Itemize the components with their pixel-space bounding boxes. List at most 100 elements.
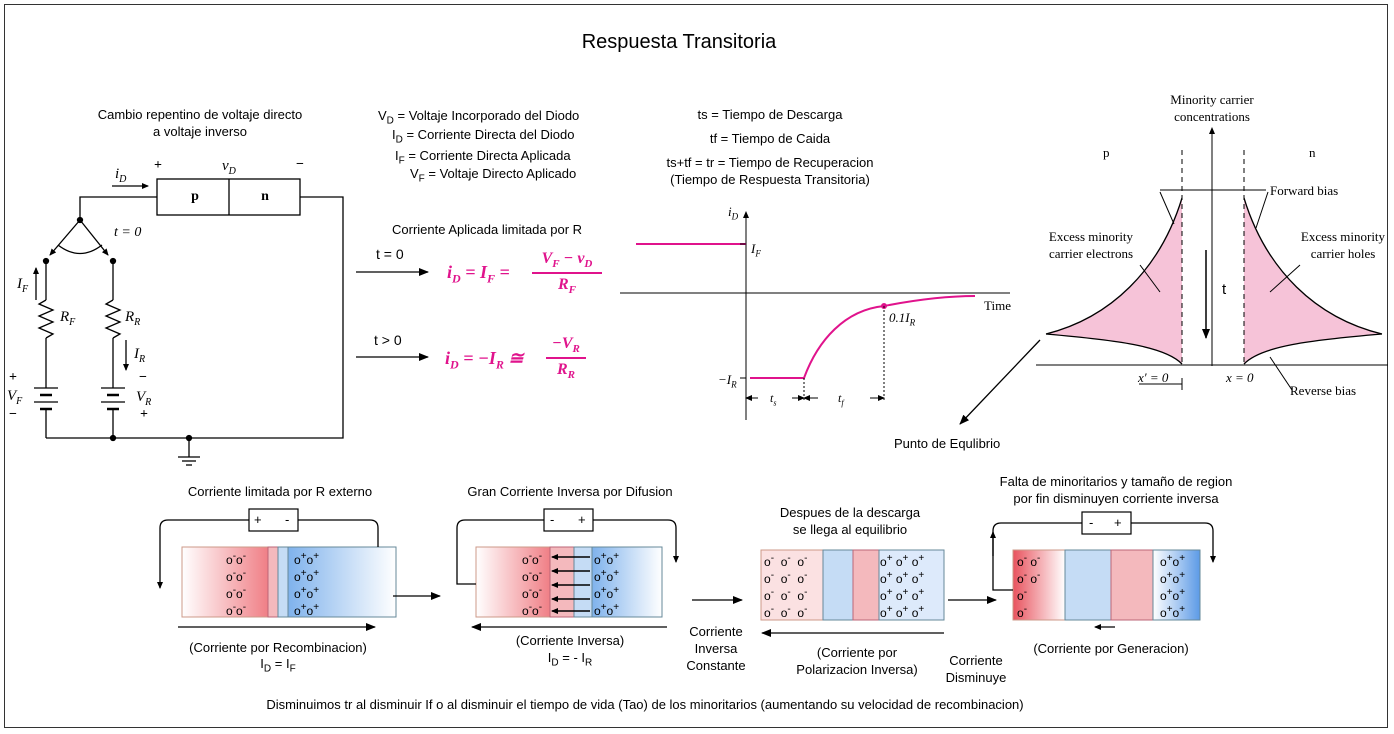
eq1-numerator: VF − vD	[541, 250, 593, 271]
def-ts: ts = Tiempo de Descarga	[697, 107, 843, 122]
minority-carrier-diagram	[959, 127, 1388, 425]
label-ir: IR	[134, 346, 146, 365]
stage2-diagram	[456, 508, 679, 631]
s2-electrons: o-o- o-o- o-o- o-o-	[522, 551, 543, 618]
footer-note: Disminuimos tr al disminuir If o al dism…	[266, 697, 1024, 712]
excess-holes-2: carrier holes	[1310, 246, 1376, 261]
ground-symbol	[178, 438, 200, 466]
graph-y-label: iD	[728, 204, 739, 222]
s4-battery-plus: +	[1114, 515, 1122, 530]
current-time-graph	[620, 211, 1010, 420]
equilibrium-arrow	[959, 339, 1041, 425]
vf-minus: −	[9, 407, 17, 422]
switch-arm-right	[79, 219, 109, 256]
minority-n: n	[1309, 145, 1316, 160]
excess-electrons-2: carrier electrons	[1048, 246, 1134, 261]
current-curve	[750, 295, 976, 379]
decreasing-current-1: Corriente	[949, 653, 1003, 668]
minority-title-1: Minority carrier	[1170, 92, 1254, 107]
label-minus: −	[296, 157, 304, 172]
def-vd: VD = Voltaje Incorporado del Diodo	[378, 108, 580, 127]
def-if: IF = Corriente Directa Aplicada	[395, 148, 571, 167]
minority-p: p	[1103, 145, 1110, 160]
s3-holes: o+ o+ o+ o+ o+ o+ o+ o+ o+ o+ o+ o+	[880, 553, 925, 620]
minority-title-2: concentrations	[1174, 109, 1250, 124]
excess-electrons-1: Excess minority	[1048, 229, 1134, 244]
stage4-title-1: Falta de minoritarios y tamaño de region	[999, 474, 1233, 489]
x0-label: x = 0	[1226, 370, 1254, 385]
decreasing-current-2: Disminuye	[945, 670, 1007, 685]
stage2-title: Gran Corriente Inversa por Difusion	[467, 484, 673, 499]
circuit-caption-2: a voltaje inverso	[153, 124, 247, 139]
circuit-caption-1: Cambio repentino de voltaje directo	[97, 107, 303, 122]
stage4-title-2: por fin disminuyen corriente inversa	[1013, 491, 1219, 506]
reverse-bias-curve-left	[1045, 333, 1183, 365]
s3-electrons: o- o- o- o- o- o- o- o- o- o- o- o-	[764, 553, 808, 620]
electron-excess-area	[1046, 198, 1182, 364]
s2-holes: o+o+ o+o+ o+o+ o+o+	[594, 551, 620, 618]
stage4-caption: (Corriente por Generacion)	[1033, 641, 1189, 656]
forward-bias-curve-left	[1045, 197, 1183, 335]
stage3-diagram	[760, 549, 945, 637]
label-n: n	[261, 189, 269, 204]
eq1-denominator: RF	[557, 276, 576, 297]
label-if: IF	[17, 276, 29, 295]
equilibrium-label: Punto de Equlibrio	[894, 436, 1001, 451]
stage1-diagram	[157, 508, 397, 631]
resistor-rr	[104, 299, 122, 339]
def-tr: ts+tf = tr = Tiempo de Recuperacion	[666, 155, 874, 170]
stage4-diagram	[990, 511, 1216, 630]
s2-battery-plus: +	[578, 512, 586, 527]
def-vf: VF = Voltaje Directo Aplicado	[410, 166, 577, 185]
def-id: ID = Corriente Directa del Diodo	[392, 127, 575, 146]
reverse-bias-curve-right	[1243, 333, 1383, 365]
vr-minus: −	[139, 370, 147, 385]
label-plus: +	[154, 158, 162, 173]
switch-arc	[57, 244, 103, 255]
forward-bias-label: Forward bias	[1270, 183, 1339, 198]
applied-label: Corriente Aplicada limitada por R	[392, 222, 583, 237]
stage2-equation: ID = - IR	[547, 650, 593, 669]
resistor-rf	[37, 299, 55, 339]
s1-electrons: o-o- o-o- o-o- o-o-	[226, 551, 247, 618]
hole-excess-area	[1244, 198, 1382, 364]
graph-tf-label: tf	[838, 391, 844, 408]
stage1-caption: (Corriente por Recombinacion)	[189, 640, 367, 655]
switch-arm-left	[49, 219, 81, 256]
s2-battery-minus: -	[550, 512, 555, 527]
def-tf: tf = Tiempo de Caida	[709, 131, 831, 146]
stage3-caption-2: Polarizacion Inversa)	[796, 662, 918, 677]
battery-vf	[34, 387, 58, 411]
s4-electrons: o- o- o- o- o- o-	[1017, 553, 1041, 620]
label-rf: RF	[60, 309, 76, 328]
label-id: iD	[115, 166, 127, 185]
eq2-fraction-bar	[546, 357, 586, 359]
graph-time-label: Time	[984, 298, 1011, 313]
circuit	[33, 178, 344, 466]
vf-plus: +	[9, 370, 17, 385]
s4-battery-minus: -	[1089, 515, 1094, 530]
stage3-title-2: se llega al equilibrio	[792, 522, 908, 537]
forward-bias-curve-right	[1243, 197, 1383, 335]
label-p: p	[191, 189, 199, 204]
excess-holes-1: Excess minority	[1300, 229, 1386, 244]
s1-holes: o+o+ o+o+ o+o+ o+o+	[294, 551, 320, 618]
stage3-caption-1: (Corriente por	[816, 645, 898, 660]
wire-top-left	[79, 196, 157, 218]
diagram-frame	[4, 4, 1388, 728]
battery-vr	[101, 387, 125, 411]
label-switch-t0: t = 0	[114, 225, 142, 240]
stage1-title: Corriente limitada por R externo	[187, 484, 373, 499]
label-vf: VF	[7, 388, 23, 407]
reverse-bias-label: Reverse bias	[1290, 383, 1357, 398]
page-title: Respuesta Transitoria	[581, 31, 777, 53]
equation-reverse: iD = −IR ≅	[445, 348, 524, 372]
eq2-numerator: −VR	[552, 335, 580, 356]
graph-if-label: IF	[751, 241, 761, 259]
graph-ts-label: ts	[770, 391, 777, 408]
x-prime-label: x′ = 0	[1138, 370, 1169, 385]
stage3-title-1: Despues de la descarga	[779, 505, 921, 520]
eq1-fraction-bar	[532, 272, 602, 274]
